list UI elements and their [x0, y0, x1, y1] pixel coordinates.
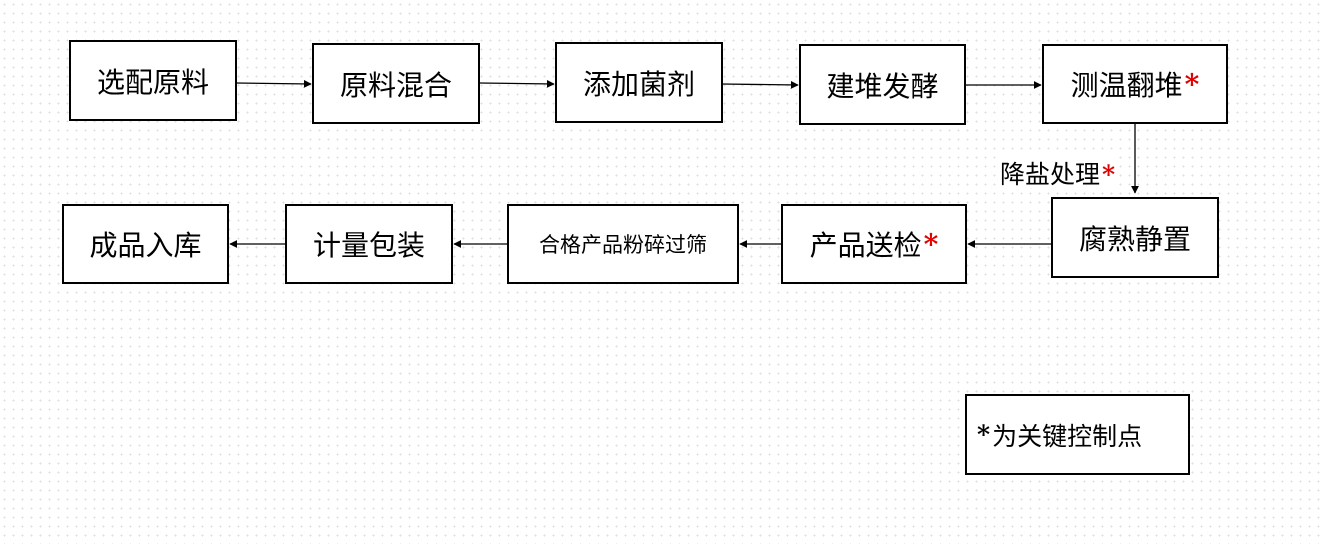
step-add-inoculant: 添加菌剂	[555, 42, 723, 123]
step-label: 选配原料	[96, 65, 209, 99]
step-pile-fermentation: 建堆发酵	[799, 44, 966, 125]
edge-label-text: 降盐处理	[1000, 160, 1101, 189]
step-product-inspection: 产品送检 *	[781, 204, 967, 284]
arrow-s2-s3	[478, 79, 555, 88]
step-label: 成品入库	[89, 229, 202, 262]
key-control-star: *	[1184, 67, 1200, 101]
key-control-star: *	[1102, 160, 1116, 189]
step-label: 腐熟静置	[1078, 222, 1191, 256]
step-label: 产品送检	[809, 229, 922, 262]
step-label: 合格产品粉碎过筛	[539, 233, 707, 257]
arrow-s1-s2	[235, 79, 312, 88]
step-select-materials: 选配原料	[69, 40, 237, 121]
legend-star: *	[977, 420, 991, 449]
edge-label-desalt: 降盐处理*	[1000, 155, 1116, 191]
step-label: 建堆发酵	[826, 69, 939, 103]
step-maturation-rest: 腐熟静置	[1051, 197, 1219, 278]
step-label: 添加菌剂	[582, 67, 695, 101]
step-label: 计量包装	[312, 229, 425, 262]
step-crush-sieve: 合格产品粉碎过筛	[507, 204, 739, 284]
step-measure-package: 计量包装	[285, 204, 453, 284]
step-label: 测温翻堆	[1070, 69, 1183, 102]
step-temperature-turning: 测温翻堆 *	[1042, 44, 1228, 124]
legend-box: *为关键控制点	[965, 394, 1190, 475]
step-warehousing: 成品入库	[62, 204, 229, 284]
step-label: 原料混合	[339, 68, 452, 102]
key-control-star: *	[923, 227, 939, 261]
legend-text: 为关键控制点	[992, 421, 1143, 451]
arrow-s3-s4	[721, 80, 799, 89]
step-mix-materials: 原料混合	[312, 43, 480, 124]
